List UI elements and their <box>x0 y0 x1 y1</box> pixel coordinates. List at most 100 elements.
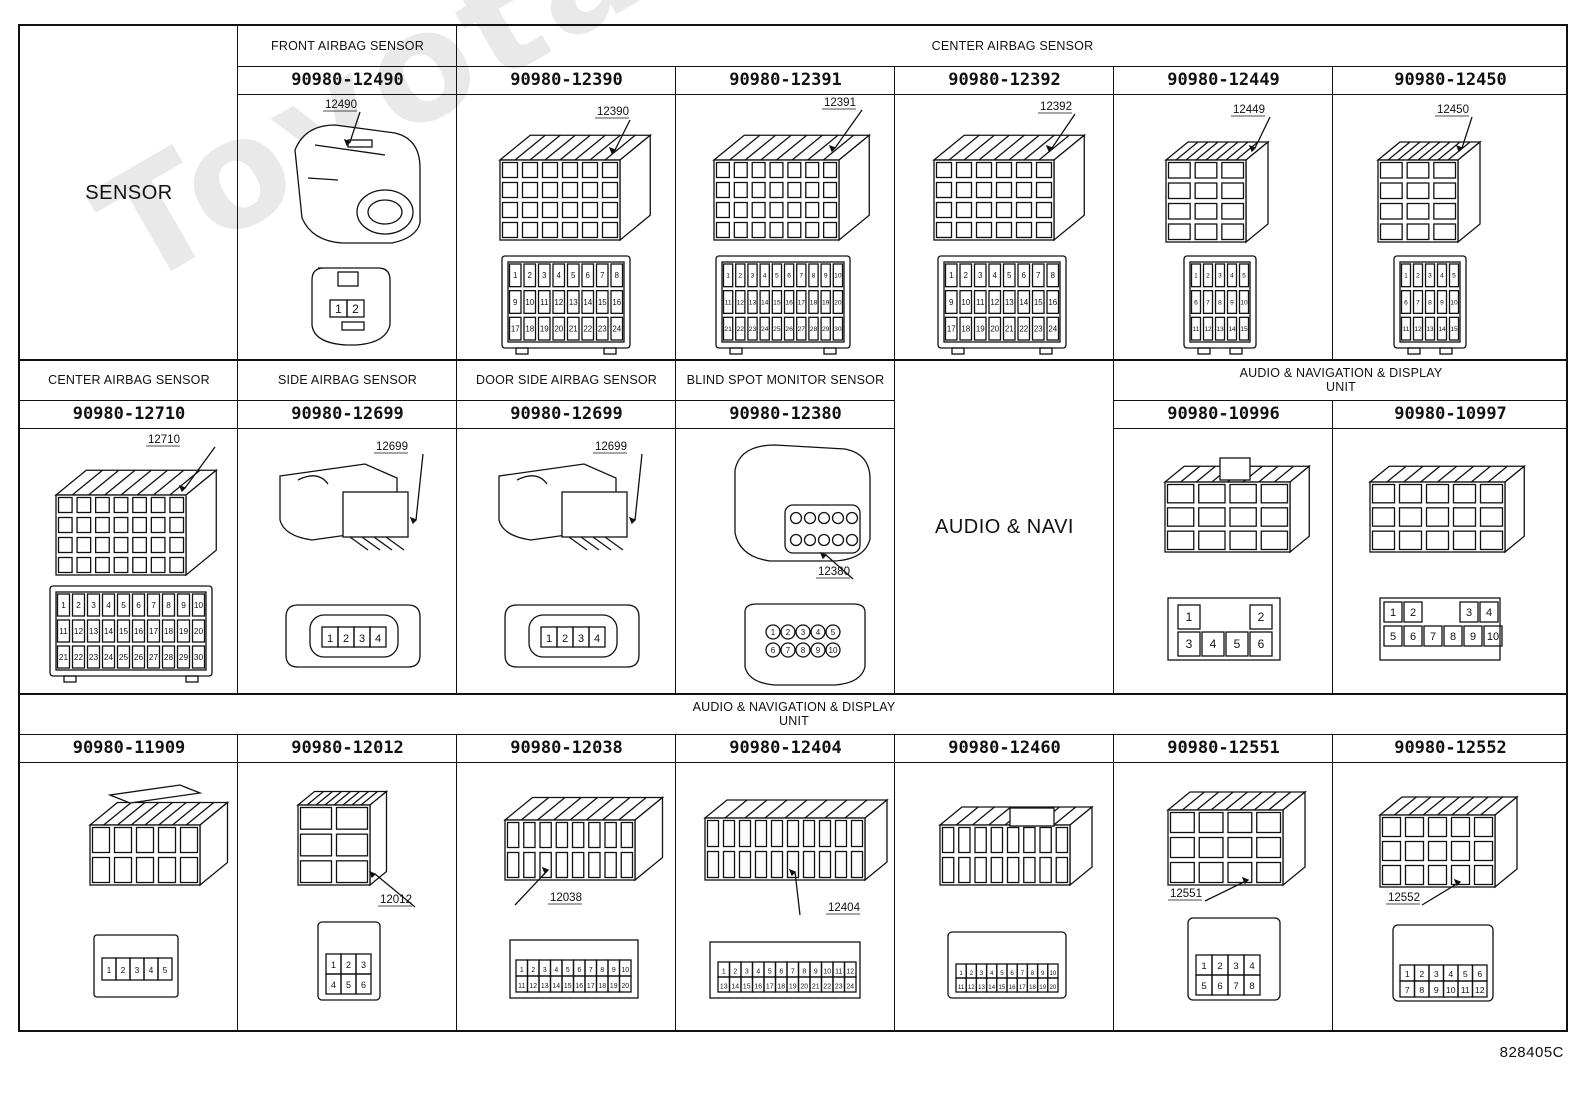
pin-number: 2 <box>1419 969 1424 979</box>
pin-number: 3 <box>1233 961 1238 972</box>
pin-number: 10 <box>1240 299 1248 306</box>
pin-number: 3 <box>980 970 984 977</box>
pin-number: 13 <box>569 298 578 307</box>
pin-number: 4 <box>763 273 767 280</box>
pin-number: 16 <box>575 983 583 990</box>
pin-number: 22 <box>1019 325 1028 334</box>
grid-line <box>456 26 457 360</box>
grid-line <box>20 693 1568 695</box>
pin-number: 3 <box>359 633 365 645</box>
pin-number: 7 <box>600 271 605 280</box>
pin-number: 4 <box>149 965 154 975</box>
part-number-11909: 90980-11909 <box>72 738 186 758</box>
pin-number: 8 <box>1428 299 1432 306</box>
side-airbag-header: SIDE AIRBAG SENSOR <box>277 373 418 387</box>
pin-number: 5 <box>1452 273 1456 280</box>
part-number-12490: 90980-12490 <box>291 70 404 90</box>
pin-number: 8 <box>1031 970 1035 977</box>
pin-number: 3 <box>135 965 140 975</box>
pin-number: 6 <box>586 271 591 280</box>
pin-number: 15 <box>1450 326 1458 333</box>
pin-number: 17 <box>149 627 159 636</box>
row3-header: AUDIO & NAVIGATION & DISPLAY UNIT <box>20 694 1568 734</box>
pin-number: 13 <box>978 984 985 991</box>
pin-number: 5 <box>346 980 351 990</box>
center-airbag-header: CENTER AIRBAG SENSOR <box>931 39 1094 53</box>
grid-line <box>894 360 895 694</box>
pin-number: 9 <box>1041 970 1045 977</box>
pin-number: 9 <box>612 967 616 974</box>
pin-number: 4 <box>1249 961 1255 972</box>
grid-line <box>20 400 895 401</box>
grid-line <box>675 66 676 360</box>
pin-number: 11 <box>518 983 525 990</box>
pin-number: 18 <box>810 299 818 306</box>
pin-number: 11 <box>1193 326 1200 333</box>
pin-number: 19 <box>179 627 189 636</box>
pin-number: 10 <box>621 967 629 974</box>
front-airbag-header: FRONT AIRBAG SENSOR <box>271 39 424 53</box>
pin-number: 5 <box>1007 271 1012 280</box>
audio-unit-header: AUDIO & NAVIGATION & DISPLAY UNIT <box>1114 360 1568 400</box>
pin-number: 20 <box>834 299 842 306</box>
pin-number: 6 <box>1477 969 1482 979</box>
pin-number: 7 <box>1430 631 1436 643</box>
grid-line <box>20 359 1568 361</box>
pin-number: 1 <box>1201 961 1206 972</box>
pin-number: 4 <box>1230 273 1234 280</box>
grid-line <box>20 428 895 429</box>
pin-number: 19 <box>822 299 830 306</box>
pin-number: 21 <box>724 326 732 333</box>
pin-number: 16 <box>134 627 144 636</box>
pin-number: 1 <box>949 271 954 280</box>
grid-line <box>238 94 1568 95</box>
pin-number: 14 <box>552 983 560 990</box>
pin-number: 12 <box>846 969 854 976</box>
pin-number: 8 <box>1218 299 1222 306</box>
pin-number: 11 <box>958 984 965 991</box>
pin-number: 8 <box>1419 985 1424 995</box>
grid-line <box>1332 400 1333 694</box>
pin-number: 14 <box>731 984 739 991</box>
pin-number: 17 <box>587 983 595 990</box>
part-number-10996: 90980-10996 <box>1167 404 1280 424</box>
pin-number: 7 <box>799 273 803 280</box>
pin-number: 26 <box>134 653 144 662</box>
pin-number: 4 <box>990 970 994 977</box>
callout-label: 12699 <box>595 441 627 453</box>
pin-number: 5 <box>121 601 126 610</box>
pin-number: 10 <box>1450 299 1458 306</box>
callout-label: 12038 <box>550 892 582 904</box>
audio-unit-header-line2: UNIT <box>1326 380 1356 394</box>
connector-grid: SENSOR FRONT AIRBAG SENSOR CENTER AIRBAG… <box>18 24 1568 1032</box>
pin-number: 4 <box>106 601 111 610</box>
part-number-12391: 90980-12391 <box>729 70 842 90</box>
callout-label: 12012 <box>380 894 412 906</box>
pin-number: 9 <box>1470 631 1476 643</box>
pin-number: 6 <box>1010 970 1014 977</box>
pin-number: 13 <box>541 983 549 990</box>
pin-number: 17 <box>947 325 956 334</box>
pin-number: 11 <box>1461 985 1470 995</box>
pin-number: 12 <box>529 983 537 990</box>
grid-line <box>894 66 895 360</box>
pin-number: 3 <box>745 969 749 976</box>
pin-number: 10 <box>194 601 204 610</box>
pin-number: 5 <box>1390 631 1396 643</box>
pin-number: 10 <box>961 298 970 307</box>
pin-number: 2 <box>786 628 791 637</box>
pin-number: 1 <box>722 969 726 976</box>
pin-number: 3 <box>978 271 983 280</box>
pin-number: 7 <box>1036 271 1041 280</box>
pin-number: 5 <box>768 969 772 976</box>
pin-number: 2 <box>964 271 969 280</box>
pin-number: 3 <box>1428 273 1432 280</box>
